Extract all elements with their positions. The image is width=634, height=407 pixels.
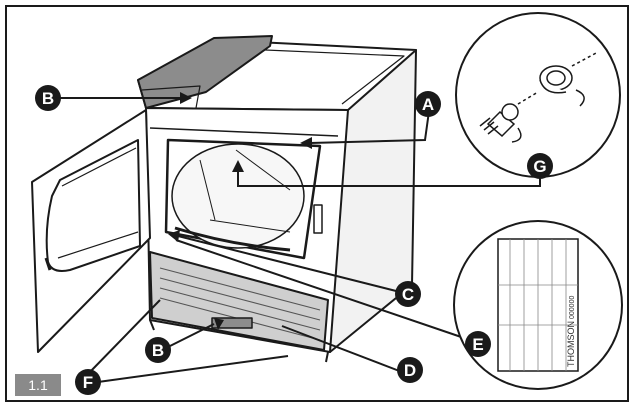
bulb-insert-line bbox=[517, 91, 539, 105]
open-door bbox=[31, 109, 151, 353]
diagram-border bbox=[5, 5, 629, 402]
plinth-slats bbox=[159, 267, 321, 341]
bottom-vent bbox=[211, 317, 253, 329]
arrow-a bbox=[300, 137, 312, 149]
label-e: E bbox=[465, 331, 491, 357]
arrow-b-top bbox=[180, 92, 192, 104]
line-b-bottom bbox=[169, 323, 215, 347]
line-f-2 bbox=[97, 355, 289, 383]
control-strip-line bbox=[149, 127, 339, 137]
bulb-icon bbox=[479, 103, 519, 138]
svg-text:C: C bbox=[402, 285, 414, 304]
fluff-filter bbox=[174, 226, 291, 252]
line-d bbox=[281, 325, 403, 373]
label-a: A bbox=[415, 91, 441, 117]
label-b-bottom: B bbox=[145, 337, 171, 363]
rating-plate-detail: THOMSON 000000 bbox=[453, 220, 623, 390]
label-g: G bbox=[527, 153, 553, 179]
water-tank-edge bbox=[141, 85, 201, 109]
plate-code: 000000 bbox=[569, 296, 576, 319]
callout-badges: B A G C E D B F bbox=[35, 85, 553, 395]
door-hinge bbox=[44, 257, 52, 271]
callout-arrowheads bbox=[168, 92, 312, 330]
line-c bbox=[177, 235, 409, 295]
svg-text:B: B bbox=[42, 89, 54, 108]
line-e bbox=[175, 239, 471, 341]
plate-grid bbox=[498, 239, 578, 371]
drum-lines bbox=[199, 149, 291, 233]
plate-brand: THOMSON bbox=[566, 321, 576, 367]
svg-text:G: G bbox=[533, 157, 546, 176]
figure-number: 1.1 bbox=[15, 374, 61, 396]
lamp-detail bbox=[455, 12, 621, 178]
door-liner-lines bbox=[57, 147, 139, 259]
label-f: F bbox=[75, 369, 101, 395]
dryer bbox=[137, 35, 417, 363]
svg-text:F: F bbox=[83, 373, 93, 392]
arrow-b-bottom bbox=[214, 318, 224, 330]
water-tank-drawer bbox=[137, 35, 273, 109]
rating-plate: THOMSON 000000 bbox=[497, 238, 579, 372]
arrow-g bbox=[232, 160, 244, 172]
plinth-grille bbox=[149, 251, 329, 351]
label-c: C bbox=[395, 281, 421, 307]
lamp-cover-icon bbox=[539, 65, 573, 94]
drum bbox=[171, 143, 305, 249]
line-f-1 bbox=[87, 299, 161, 375]
label-d: D bbox=[397, 357, 423, 383]
svg-text:E: E bbox=[472, 335, 483, 354]
lamp-magnifier-circle bbox=[455, 12, 621, 178]
label-b-top: B bbox=[35, 85, 61, 111]
arrow-c bbox=[168, 230, 180, 242]
cover-rotate-arrow bbox=[575, 89, 585, 107]
svg-text:A: A bbox=[422, 95, 434, 114]
dryer-feet bbox=[149, 319, 329, 363]
cover-pull-line bbox=[571, 51, 599, 67]
side-vent bbox=[313, 204, 323, 234]
svg-text:B: B bbox=[152, 341, 164, 360]
svg-text:D: D bbox=[404, 361, 416, 380]
bulb-rotate-arrow bbox=[511, 127, 522, 143]
